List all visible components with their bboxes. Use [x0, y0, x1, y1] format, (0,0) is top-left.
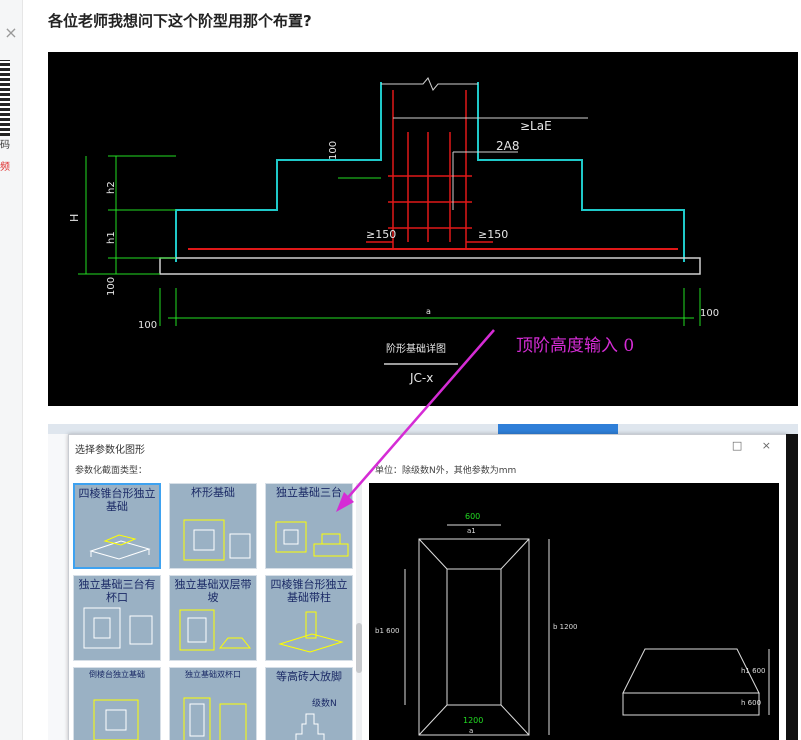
cad-label-150-right: ≥150 — [478, 228, 508, 241]
tile-three-step-footing[interactable]: 独立基础三台 — [265, 483, 353, 569]
cad-heading: 阶形基础详图 — [386, 342, 446, 355]
app-toolbar — [48, 424, 798, 434]
left-rail: × 码 频 — [0, 0, 23, 740]
preview-side-h: h 600 — [741, 699, 761, 707]
tile-pyramid-footing[interactable]: 四棱锥台形独立基础 — [73, 483, 161, 569]
three-step-footing-icon — [275, 521, 349, 557]
preview-dim-top: 600 — [465, 512, 480, 521]
tile-inverted-frustum-footing[interactable]: 倒棱台独立基础 — [73, 667, 161, 740]
cad-label-jc: JC-x — [409, 371, 433, 385]
scrollbar-thumb[interactable] — [356, 623, 362, 673]
tile-label: 独立基础三台 — [276, 486, 342, 499]
cad-label-2a8: 2A8 — [496, 139, 519, 153]
tile-label: 倒棱台独立基础 — [89, 670, 145, 679]
preview-drawing: 600 a1 b1 600 b 1200 1200 a h1 600 h 600 — [375, 512, 770, 736]
app-toolbar-tab-active — [498, 424, 618, 434]
tile-double-cup-footing[interactable]: 独立基础双杯口 — [169, 667, 257, 740]
section-type-label: 参数化截面类型： — [75, 466, 148, 476]
tile-label: 独立基础三台有杯口 — [78, 578, 156, 604]
inverted-frustum-footing-icon — [93, 699, 139, 740]
preview-dim-right: b 1200 — [553, 623, 577, 631]
pyramid-footing-column-icon — [278, 611, 344, 653]
software-screenshot: 选择参数化图形 □ × 参数化截面类型： 单位：除级数N外，其他参数为mm 四棱… — [48, 424, 798, 740]
tile-double-slope-footing[interactable]: 独立基础双层带坡 — [169, 575, 257, 661]
cad-dim-100-left: 100 — [106, 277, 117, 296]
tile-label: 独立基础双杯口 — [185, 670, 241, 679]
tile-sublabel: 级数N — [312, 699, 337, 709]
cad-dim-100-top: 100 — [328, 141, 339, 160]
preview-side-h1: h1 600 — [741, 667, 765, 675]
shape-tile-grid: 四棱锥台形独立基础 杯形基础 独立基础三台 独立基础三台有杯口 独立基础双层带坡… — [73, 483, 361, 740]
shape-preview: 600 a1 b1 600 b 1200 1200 a h1 600 h 600 — [369, 483, 779, 740]
tile-brick-stepped-footing[interactable]: 等高砖大放脚 级数N — [265, 667, 353, 740]
dialog-window-buttons[interactable]: □ × — [731, 439, 779, 452]
preview-dim-top-sub: a1 — [467, 527, 476, 535]
tile-label: 四棱锥台形独立基础 — [78, 487, 156, 513]
tile-pyramid-footing-with-column[interactable]: 四棱锥台形独立基础带柱 — [265, 575, 353, 661]
annotation-text: 顶阶高度输入 0 — [516, 336, 635, 356]
three-step-cup-footing-icon — [83, 607, 153, 649]
cad-dim-100-right: 100 — [700, 308, 719, 319]
cad-label-lae: ≥LaE — [520, 119, 552, 133]
tile-grid-scrollbar[interactable] — [356, 483, 362, 740]
tile-cup-footing[interactable]: 杯形基础 — [169, 483, 257, 569]
brick-stepped-footing-icon — [295, 713, 325, 740]
tile-label: 等高砖大放脚 — [276, 670, 342, 683]
cad-label-h: H — [68, 214, 81, 222]
double-cup-footing-icon — [183, 697, 247, 740]
tile-label: 杯形基础 — [191, 486, 235, 499]
cad-label-150-left: ≥150 — [366, 228, 396, 241]
param-shape-dialog: 选择参数化图形 □ × 参数化截面类型： 单位：除级数N外，其他参数为mm 四棱… — [68, 434, 788, 740]
preview-dim-bottom-sub: a — [469, 727, 473, 735]
post-title: 各位老师我想问下这个阶型用那个布置? — [48, 12, 312, 30]
unit-note: 单位：除级数N外，其他参数为mm — [375, 466, 517, 476]
rail-video-label[interactable]: 频 — [0, 162, 10, 173]
tile-label: 四棱锥台形独立基础带柱 — [270, 578, 348, 604]
double-slope-footing-icon — [179, 609, 252, 651]
cad-label-h1: h1 — [106, 231, 117, 244]
pyramid-footing-icon — [89, 534, 151, 560]
cad-drawing-image: H h1 h2 100 100 100 100 ≥LaE 2A8 ≥150 ≥1… — [48, 52, 798, 406]
cad-label-a: a — [426, 307, 431, 316]
cad-label-h2: h2 — [106, 181, 117, 194]
preview-dim-left: b1 600 — [375, 627, 399, 635]
dialog-title: 选择参数化图形 — [75, 445, 145, 456]
background-app-strip — [786, 434, 798, 740]
tile-three-step-cup-footing[interactable]: 独立基础三台有杯口 — [73, 575, 161, 661]
preview-dim-bottom: 1200 — [463, 716, 483, 725]
close-icon[interactable]: × — [4, 23, 18, 42]
cup-footing-icon — [183, 519, 251, 561]
tile-label: 独立基础双层带坡 — [174, 578, 252, 604]
qr-code-icon — [0, 60, 10, 136]
rail-label: 码 — [0, 140, 10, 151]
cad-dim-100-bottom: 100 — [138, 320, 157, 331]
